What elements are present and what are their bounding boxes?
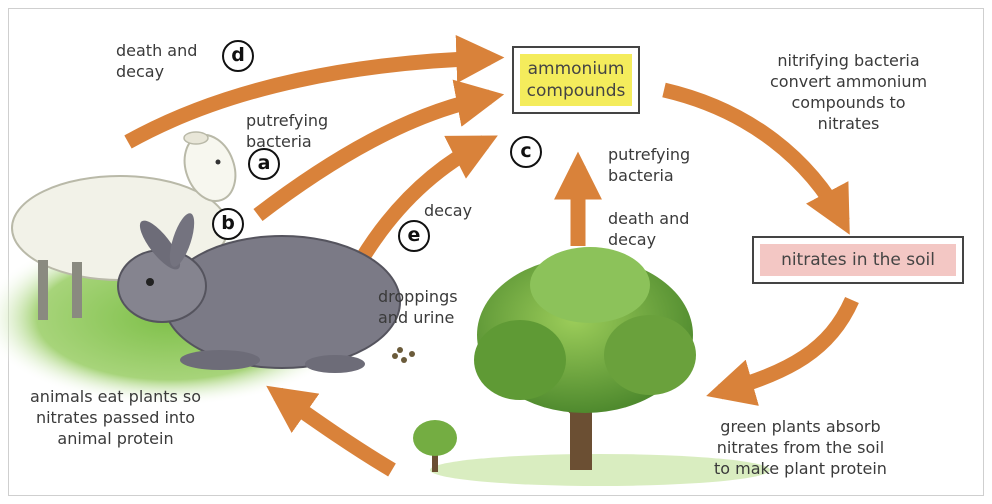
label-decay: decay — [424, 200, 472, 221]
badge-c: c — [510, 136, 542, 168]
label-animals-eat-plants: animals eat plants so nitrates passed in… — [30, 386, 201, 449]
label-death-decay-right: death and decay — [608, 208, 689, 250]
ammonium-compounds-label: ammonium compounds — [520, 54, 632, 106]
badge-b: b — [212, 208, 244, 240]
badge-d: d — [222, 40, 254, 72]
badge-e: e — [398, 220, 430, 252]
label-putrefying-bacteria-left: putrefying bacteria — [246, 110, 328, 152]
label-green-plants-absorb: green plants absorb nitrates from the so… — [714, 416, 887, 479]
label-droppings-urine: droppings and urine — [378, 286, 458, 328]
ammonium-compounds-box: ammonium compounds — [512, 46, 640, 114]
arrow-plants-to-animals — [278, 394, 392, 470]
tree-illustration — [474, 247, 696, 470]
label-putrefying-bacteria-right: putrefying bacteria — [608, 144, 690, 186]
nitrates-in-soil-label: nitrates in the soil — [760, 244, 956, 276]
nitrates-in-soil-box: nitrates in the soil — [752, 236, 964, 284]
label-nitrifying-bacteria: nitrifying bacteria convert ammonium com… — [770, 50, 927, 134]
label-death-decay-top: death and decay — [116, 40, 197, 82]
arrow-nitrates-to-plants — [720, 300, 852, 392]
badge-a: a — [248, 148, 280, 180]
